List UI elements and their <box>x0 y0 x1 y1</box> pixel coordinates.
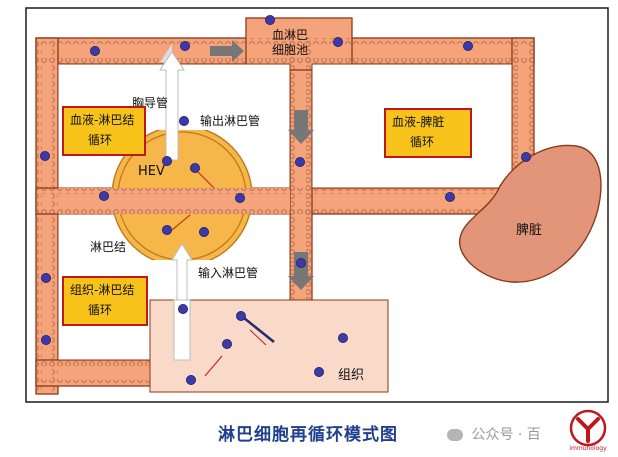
watermark: 公众号 · 百 <box>447 424 541 444</box>
pool-label-line1: 血淋巴 <box>272 28 309 42</box>
box-line1: 组织-淋巴结 <box>70 283 135 297</box>
lymph-node-label: 淋巴结 <box>90 240 127 254</box>
hev-label: HEV <box>138 164 165 179</box>
blood-lymph-node-circulation-box: 血液-淋巴结 循环 <box>62 106 146 156</box>
flow-arrows <box>210 40 314 290</box>
spleen-shape <box>459 144 602 283</box>
tissue-label: 组织 <box>338 368 365 383</box>
thoracic-duct-arrow <box>159 51 185 161</box>
box-line2: 循环 <box>410 135 435 149</box>
immunology-logo-icon: immunology <box>569 409 607 452</box>
tissue-lymph-node-circulation-box: 组织-淋巴结 循环 <box>62 276 148 326</box>
pool-label-line2: 细胞池 <box>272 43 309 57</box>
afferent-lymphatic-label: 输入淋巴管 <box>198 266 259 280</box>
box-line1: 血液-脾脏 <box>392 115 445 129</box>
spleen-label: 脾脏 <box>516 223 543 238</box>
box-line2: 循环 <box>88 133 113 147</box>
migration-arrow-dark <box>243 317 275 343</box>
migration-arrows <box>171 169 267 377</box>
box-line2: 循环 <box>88 303 113 317</box>
afferent-lymph-channel <box>173 299 191 361</box>
lymph-sinus-pool-label: 血淋巴 细胞池 <box>272 28 308 58</box>
logo-text: immunology <box>569 445 607 452</box>
figure-caption: 淋巴细胞再循环模式图 <box>218 425 398 445</box>
box-line1: 血液-淋巴结 <box>70 113 135 127</box>
lymphocytes <box>40 14 532 385</box>
wechat-icon <box>447 429 463 441</box>
watermark-text: 公众号 · 百 <box>471 427 541 443</box>
blood-spleen-circulation-box: 血液-脾脏 循环 <box>384 108 472 158</box>
efferent-lymphatic-label: 输出淋巴管 <box>200 114 261 128</box>
